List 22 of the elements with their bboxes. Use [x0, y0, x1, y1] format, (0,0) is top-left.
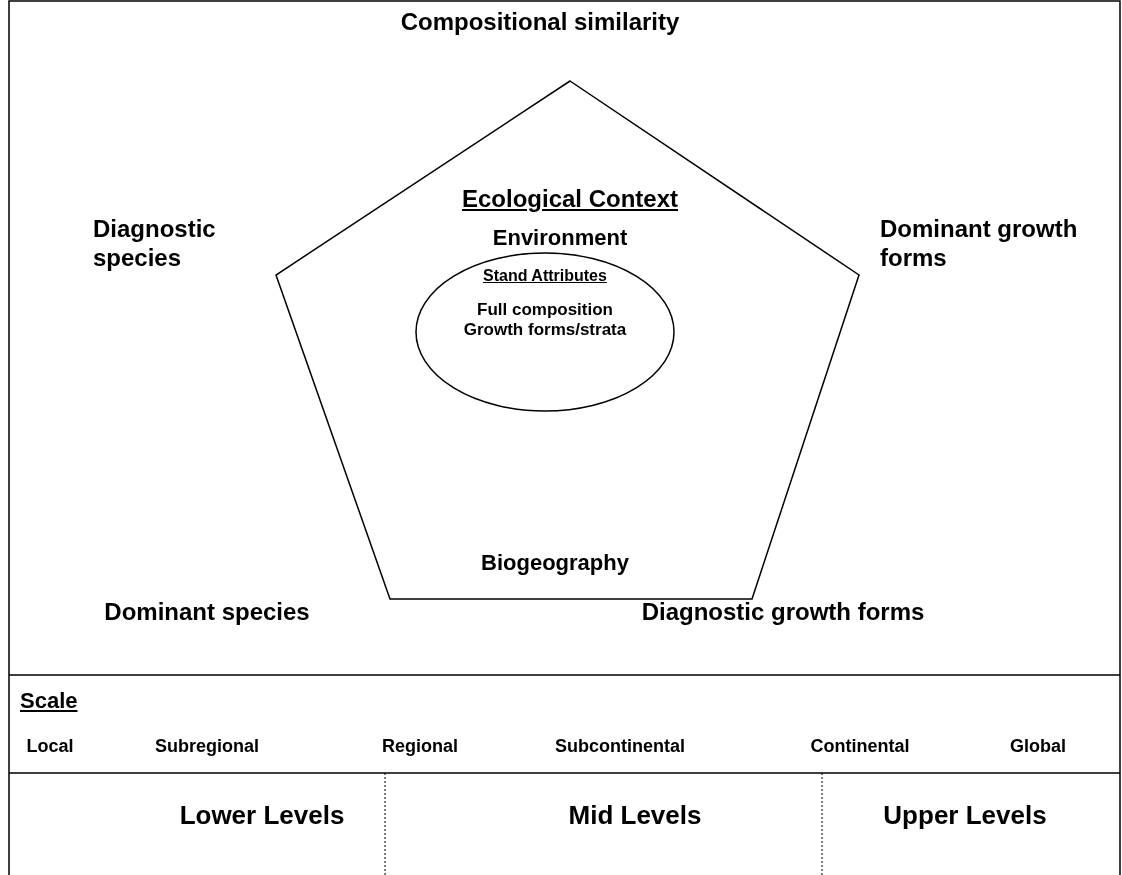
vertex-label: Compositional similarity — [399, 8, 681, 37]
scale-label: Regional — [381, 736, 459, 758]
vertex-label: Diagnostic species — [93, 215, 217, 273]
scale-label: Subregional — [154, 736, 260, 758]
scale-heading: Scale — [20, 688, 79, 715]
node-label: Environment — [491, 225, 629, 252]
scale-label: Continental — [809, 736, 911, 758]
vertex-label: Dominant species — [103, 598, 311, 627]
node-label: Full composition Growth forms/strata — [462, 300, 628, 341]
vertex-label: Dominant growth forms — [880, 215, 1079, 273]
level-label: Lower Levels — [178, 800, 346, 832]
scale-label: Subcontinental — [554, 736, 686, 758]
scale-label: Local — [25, 736, 75, 758]
level-label: Upper Levels — [882, 800, 1048, 832]
pentagon-shape — [275, 80, 860, 600]
scale-label: Global — [1009, 736, 1067, 758]
ellipse-shape — [415, 252, 675, 412]
heading: Ecological Context — [460, 185, 679, 214]
heading: Stand Attributes — [482, 266, 608, 286]
level-label: Mid Levels — [567, 800, 703, 832]
node-label: Biogeography — [480, 550, 630, 577]
vertex-label: Diagnostic growth forms — [640, 598, 926, 627]
